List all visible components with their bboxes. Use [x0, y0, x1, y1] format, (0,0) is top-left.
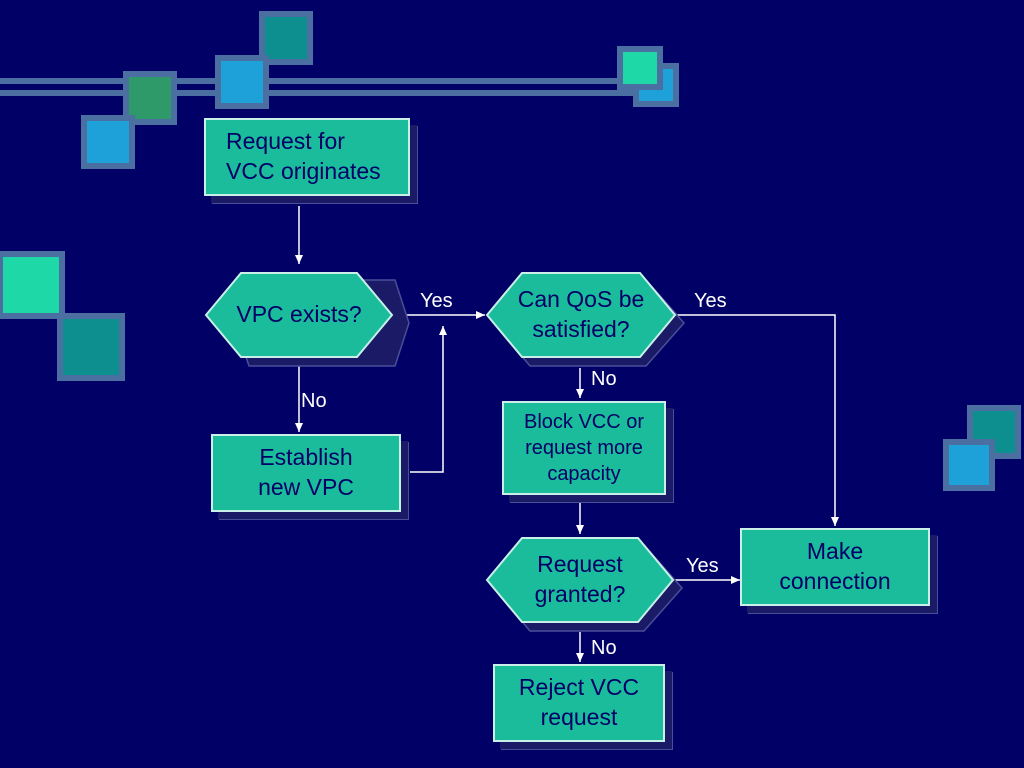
node-make-connection-label: Make connection: [779, 538, 891, 594]
label-granted-no: No: [591, 637, 617, 659]
node-vpc-exists: VPC exists?: [204, 272, 410, 367]
node-reject-vcc-label: Reject VCC request: [518, 674, 640, 730]
node-request-granted-label: Request granted?: [534, 551, 626, 607]
arrow-establish-to-merge: [410, 326, 447, 473]
node-reject-vcc: Reject VCC request: [493, 664, 665, 742]
node-qos-satisfied: Can QoS be satisfied?: [485, 272, 686, 367]
node-make-connection: Make connection: [740, 528, 930, 606]
node-qos-satisfied-label: Can QoS be satisfied?: [517, 286, 645, 342]
node-establish-vpc-label: Establish new VPC: [258, 444, 354, 500]
label-granted-yes: Yes: [686, 555, 719, 577]
node-block-vcc: Block VCC or request more capacity: [502, 401, 666, 495]
arrow-qos-to-make: [676, 314, 839, 526]
node-vpc-exists-label: VPC exists?: [236, 301, 362, 328]
node-establish-vpc: Establish new VPC: [211, 434, 401, 512]
node-request-originates-label: Request for VCC originates: [226, 128, 381, 184]
label-qos-yes: Yes: [694, 290, 727, 312]
node-block-vcc-label: Block VCC or request more capacity: [523, 411, 645, 485]
label-qos-no: No: [591, 368, 617, 390]
label-vpc-no: No: [301, 390, 327, 412]
node-request-granted: Request granted?: [485, 537, 684, 632]
label-vpc-yes: Yes: [420, 290, 453, 312]
node-request-originates: Request for VCC originates: [204, 118, 410, 196]
